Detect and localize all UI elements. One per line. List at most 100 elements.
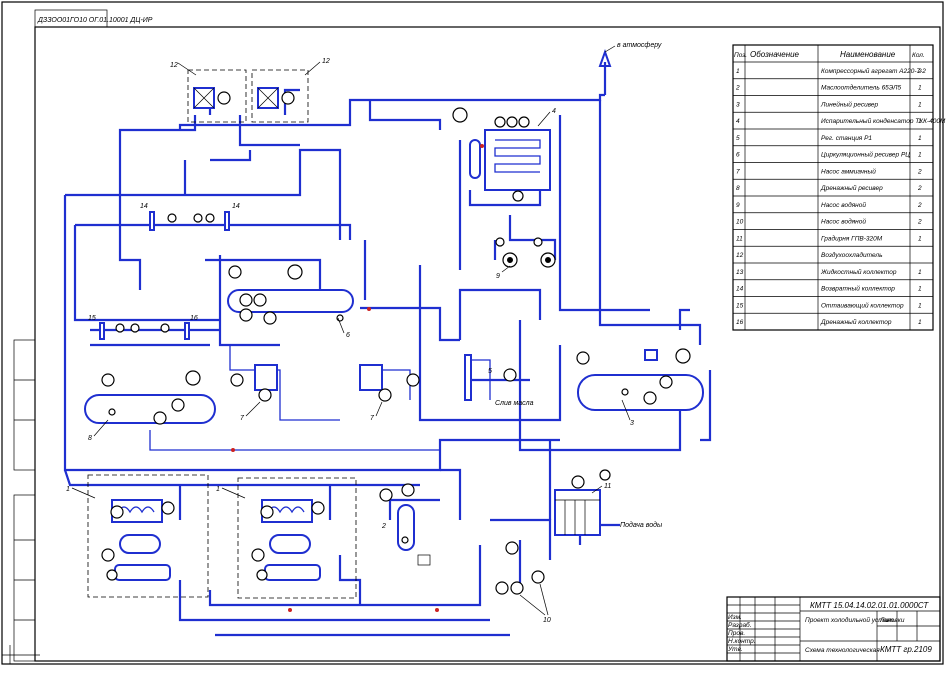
label-2: 2 (381, 523, 386, 530)
air-cooler-2 (257, 87, 295, 109)
label-water-supply: Подача воды (620, 521, 663, 529)
spec-header-qty: Кол. (912, 52, 925, 59)
spec-cell-name: Насос водяной (821, 201, 866, 209)
regulating-station (464, 354, 517, 401)
spec-cell-qty: 2 (917, 185, 922, 192)
spec-cell-qty: 1 (918, 286, 922, 293)
label-14a: 14 (140, 203, 148, 210)
position-labels: 12 12 4 14 14 15 16 6 9 5 Слив масла 7 7… (66, 58, 663, 624)
title-block-rows: Изм.Разраб.Пров.Н.контр.Утв. (727, 614, 756, 653)
label-8: 8 (88, 435, 92, 442)
stamp-top-text: ДЗЗОО01ГО10 ОГ.01.10001 ДЦ-ИР (37, 17, 153, 24)
label-3: 3 (630, 420, 634, 427)
spec-cell-pos: 2 (735, 85, 740, 92)
spec-cell-pos: 15 (736, 302, 744, 309)
label-16: 16 (190, 315, 198, 322)
spec-cell-name: Испарительный конденсатор ТКК-400М (821, 117, 946, 125)
spec-cell-name: Возвратный коллектор (821, 285, 895, 293)
equipment (84, 87, 704, 595)
spec-cell-pos: 11 (736, 235, 743, 242)
label-1b: 1 (216, 486, 220, 493)
spec-header-pos: Поз. (734, 52, 747, 59)
title-block-row-label: Пров. (728, 630, 745, 637)
spec-cell-pos: 9 (736, 202, 740, 209)
spec-cell-pos: 8 (736, 185, 740, 192)
spec-cell-name: Дренажный коллектор (820, 318, 892, 326)
spec-cell-qty: 1 (918, 118, 922, 125)
spec-cell-qty: 1 (918, 85, 922, 92)
label-5: 5 (488, 368, 492, 375)
left-side-strip (13, 339, 36, 662)
label-11: 11 (604, 483, 611, 490)
title-block-row-label: Изм. (728, 614, 742, 621)
spec-cell-pos: 16 (736, 319, 744, 326)
water-pumps-10 (495, 541, 545, 595)
title-subtitle: Схема технологическая (805, 647, 880, 654)
spec-cell-name: Циркуляционный ресивер РЦ (821, 151, 910, 159)
ammonia-pump-b (359, 364, 420, 402)
spec-cell-name: Рег. станция Р1 (821, 135, 872, 142)
spec-cell-qty: 2 (917, 202, 922, 209)
cooling-tower (554, 469, 611, 536)
title-group: КМТТ гр.2109 (880, 645, 932, 654)
spec-cell-qty: 1 (918, 235, 922, 242)
spec-cell-pos: 6 (736, 152, 740, 159)
title-block: Изм.Разраб.Пров.Н.контр.Утв. КМТТ 15.04.… (726, 596, 941, 662)
spec-cell-name: Насос водяной (821, 218, 866, 226)
compressor-unit-2 (251, 499, 325, 581)
label-7b: 7 (370, 415, 375, 422)
label-9: 9 (496, 273, 500, 280)
label-4: 4 (552, 108, 556, 115)
spec-cell-name: Воздухоохладитель (821, 251, 883, 259)
spec-cell-pos: 1 (736, 68, 740, 75)
label-10: 10 (543, 617, 551, 624)
collectors (99, 211, 230, 340)
piping: в атмосферу (63, 42, 712, 637)
title-block-row-label: Утв. (727, 646, 743, 653)
spec-cell-name: Градирня ГПВ-320М (821, 234, 883, 242)
label-12b: 12 (322, 58, 330, 65)
label-drain-oil: Слив масла (495, 400, 534, 407)
title-doc-code: КМТТ 15.04.14.02.01.01.0000СТ (810, 601, 929, 610)
circulation-receiver (227, 264, 354, 325)
spec-cell-pos: 14 (736, 286, 744, 293)
title-project: Проект холодильной установки (805, 616, 905, 624)
spec-cell-qty: 2 (917, 219, 922, 226)
spec-cell-qty: 1 (918, 101, 922, 108)
spec-cell-qty: 1 (918, 135, 922, 142)
spec-cell-name: Маслоотделитель 65ЭЛ5 (821, 84, 901, 92)
title-block-row-label: Н.контр. (728, 638, 756, 645)
red-markers (231, 144, 484, 612)
spec-cell-name: Линейный ресивер (820, 100, 879, 108)
dashed-boxes (87, 69, 357, 599)
water-pumps-9 (495, 237, 556, 268)
title-sheet: Лит. (879, 617, 895, 624)
spec-header-designation: Обозначение (750, 50, 800, 59)
label-15: 15 (88, 315, 96, 322)
drain-receiver (84, 370, 216, 425)
spec-cell-qty: 2 (917, 68, 922, 75)
spec-cell-name: Дренажный ресивер (820, 184, 883, 192)
title-block-row-label: Разраб. (728, 621, 752, 629)
label-1a: 1 (66, 486, 70, 493)
evaporative-condenser (452, 107, 551, 202)
compressor-unit-1 (101, 499, 175, 581)
spec-cell-pos: 5 (736, 135, 740, 142)
spec-cell-qty: 1 (918, 152, 922, 159)
spec-cell-qty: 1 (918, 302, 922, 309)
spec-cell-qty: 1 (918, 269, 922, 276)
label-6: 6 (346, 332, 350, 339)
spec-cell-name: Компрессорный агрегат А220-7-2 (821, 67, 926, 75)
spec-cell-name: Оттаивающий коллектор (821, 301, 904, 309)
spec-cell-qty: 1 (918, 319, 922, 326)
spec-cell-name: Насос аммиачный (821, 167, 876, 175)
label-7a: 7 (240, 415, 245, 422)
exhaust-label: в атмосферу (617, 42, 662, 49)
spec-cell-pos: 4 (736, 118, 740, 125)
spec-cell-qty: 2 (917, 168, 922, 175)
label-14b: 14 (232, 203, 240, 210)
